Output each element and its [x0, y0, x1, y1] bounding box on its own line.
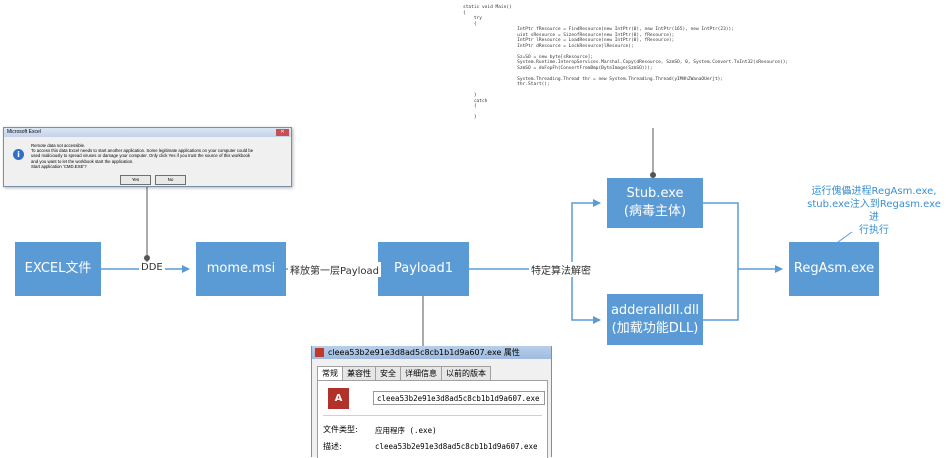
edge-adder-to-merge — [703, 269, 739, 321]
code-line: static void Main() — [463, 5, 512, 10]
code-line: catch — [463, 98, 488, 104]
code-line: thr.Start(); — [463, 82, 550, 87]
edge-label-release: 释放第一层Payload — [288, 262, 381, 277]
node-regasm-label: RegAsm.exe — [793, 261, 875, 276]
tab-compatibility[interactable]: 兼容性 — [342, 366, 376, 380]
yes-button[interactable]: Yes — [120, 175, 151, 185]
file-type-value: 应用程序 (.exe) — [375, 426, 437, 435]
regasm-note: 运行傀儡进程RegAsm.exe, stub.exe注入到Regasm.exe进… — [806, 185, 942, 237]
excel-dialog-title: Microsoft Excel — [4, 128, 291, 137]
node-payload1: Payload1 — [378, 242, 469, 296]
excel-dialog-line: Start application 'CMD.EXE'? — [31, 163, 87, 169]
edge-label-dde: DDE — [139, 262, 165, 273]
excel-dialog-stem-dot — [144, 255, 150, 261]
excel-dialog-message: Remote data not accessible. To access th… — [31, 143, 286, 169]
divider — [323, 415, 542, 416]
access-app-icon — [315, 348, 324, 357]
properties-tabs: 常规 兼容性 安全 详细信息 以前的版本 — [317, 366, 491, 380]
code-line: { — [463, 21, 477, 27]
code-line: } — [463, 93, 477, 98]
tab-previous-versions[interactable]: 以前的版本 — [441, 366, 491, 380]
code-line: { — [463, 104, 477, 109]
code-line: System.Runtime.InteropServices.Marshal.C… — [463, 60, 789, 65]
close-icon[interactable]: ✕ — [276, 129, 289, 136]
code-line: IntPtr dResource = LockResource(lResourc… — [463, 43, 634, 49]
code-stem-dot — [650, 172, 656, 178]
code-line: { — [463, 10, 466, 16]
file-properties-dialog: cleea53b2e91e3d8ad5c8cb1b1d9a607.exe 属性 … — [311, 346, 552, 458]
node-excel: EXCEL文件 — [15, 242, 101, 296]
excel-dialog-line: Remote data not accessible. — [31, 143, 86, 148]
tab-general[interactable]: 常规 — [317, 366, 343, 380]
edge-stub-to-merge — [703, 202, 739, 269]
node-stub-label-1: Stub.exe — [626, 186, 684, 201]
note-line: stub.exe注入到Regasm.exe进 — [807, 199, 941, 223]
note-line: 运行傀儡进程RegAsm.exe, — [811, 186, 937, 197]
file-type-icon: A — [328, 388, 349, 409]
filename-field[interactable]: cleea53b2e91e3d8ad5c8cb1b1d9a607.exe — [373, 391, 545, 405]
note-line: 行执行 — [859, 225, 889, 236]
code-snippet: static void Main(){ try { IntPtr fResour… — [463, 5, 883, 130]
description-label: 描述: — [323, 442, 342, 451]
tab-details[interactable]: 详细信息 — [400, 366, 442, 380]
node-regasm-exe: RegAsm.exe — [789, 242, 879, 296]
properties-title: cleea53b2e91e3d8ad5c8cb1b1d9a607.exe 属性 — [328, 348, 520, 357]
node-mome-label: mome.msi — [206, 261, 276, 276]
code-line: SzmSO = doFopFh(ConvertFromBmp(ByteImage… — [463, 65, 653, 71]
tab-security[interactable]: 安全 — [375, 366, 401, 380]
edge-label-decrypt: 特定算法解密 — [529, 262, 593, 277]
node-payload-label: Payload1 — [394, 261, 453, 276]
description-value: cleea53b2e91e3d8ad5c8cb1b1d9a607.exe — [375, 442, 538, 451]
info-icon: i — [13, 149, 24, 160]
node-stub-label-2: (病毒主体) — [623, 204, 687, 219]
code-line: IntPtr lResource = LoadResource(new IntP… — [463, 38, 675, 43]
excel-dialog-line: and you want to let the workbook start t… — [31, 158, 134, 164]
code-line: System.Threading.Thread thr = new System… — [463, 76, 724, 82]
excel-warning-dialog: Microsoft Excel ✕ i Remote data not acce… — [3, 127, 292, 187]
node-excel-label: EXCEL文件 — [24, 261, 92, 276]
node-stub-exe: Stub.exe (病毒主体) — [607, 178, 703, 228]
properties-general-panel: A cleea53b2e91e3d8ad5c8cb1b1d9a607.exe 文… — [317, 380, 548, 458]
node-mome-msi: mome.msi — [196, 242, 286, 296]
code-line: uint sResource = SizeofResource(new IntP… — [463, 32, 675, 38]
note-pointer — [837, 231, 853, 243]
node-adder-label-1: adderalldll.dll — [610, 302, 700, 318]
excel-dialog-line: To access this data Excel needs to start… — [31, 148, 254, 154]
node-adder-label-2: (加载功能DLL) — [611, 320, 699, 336]
edge-split-to-adder — [571, 269, 601, 324]
no-button[interactable]: No — [155, 175, 186, 185]
code-line: IntPtr fResource = FindResource(new IntP… — [463, 27, 734, 32]
node-adderall-dll: adderalldll.dll (加载功能DLL) — [607, 294, 703, 345]
properties-titlebar: cleea53b2e91e3d8ad5c8cb1b1d9a607.exe 属性 — [312, 346, 551, 359]
edge-split-to-stub — [571, 199, 601, 269]
code-line: try — [463, 16, 482, 21]
file-type-label: 文件类型: — [323, 425, 358, 434]
excel-dialog-line: used maliciously to spread viruses or da… — [31, 153, 251, 159]
code-line: } — [463, 115, 477, 120]
code-line: Sz=SO = new byte[sResource]; — [463, 54, 594, 60]
